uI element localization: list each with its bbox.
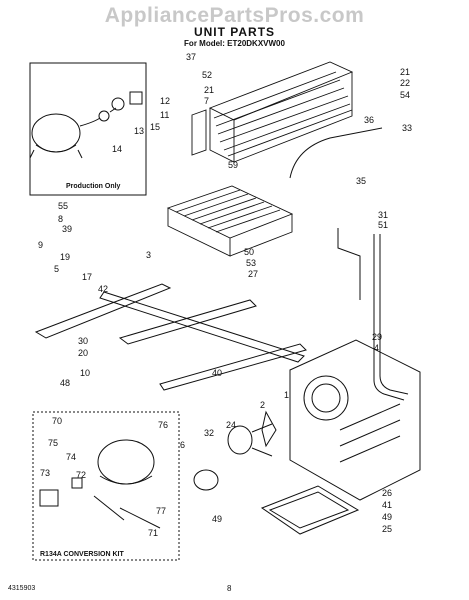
part-label: 7 [204,96,209,106]
model-line: For Model: ET20DKXVW00 [184,39,285,48]
kit-caption: R134A CONVERSION KIT [40,551,124,558]
part-label: 33 [402,123,412,133]
part-label: 17 [82,272,92,282]
part-label: 1 [284,390,289,400]
part-label: 74 [66,452,76,462]
part-label: 15 [150,122,160,132]
part-label: 50 [244,247,254,257]
part-label: 42 [98,284,108,294]
part-label: 11 [160,110,169,120]
evaporator-coil [166,185,294,257]
part-label: 52 [202,70,212,80]
part-label: 55 [58,201,68,211]
part-label: 9 [38,240,43,250]
part-label: 31 [378,210,388,220]
footer-code: 4315903 [8,585,36,592]
part-label: 72 [76,470,86,480]
page-number: 8 [227,584,232,593]
part-label: 8 [58,214,63,224]
part-label: 70 [52,416,62,426]
watermark: AppliancePartsPros.com [104,4,365,27]
part-label: 37 [186,52,196,62]
base-rails [34,283,307,391]
part-label: 49 [382,512,392,522]
inset-caption: Production Only [66,183,121,190]
compressor-inset-box [29,62,147,196]
part-label: 59 [228,160,238,170]
tubing [289,127,409,401]
machine-bracket [289,339,421,501]
part-label: 24 [226,420,236,430]
compressor-drawing [29,91,143,159]
conversion-kit-box [32,411,180,561]
part-label: 53 [246,258,256,268]
drain-pan [260,485,360,535]
part-label: 40 [212,368,222,378]
part-label: 71 [148,528,158,538]
part-label: 22 [400,78,410,88]
part-label: 27 [248,269,258,279]
part-label: 35 [356,176,366,186]
part-label: 20 [78,348,88,358]
part-label: 48 [60,378,70,388]
page-title: UNIT PARTS [193,25,276,39]
part-label: 19 [60,252,70,262]
part-label: 6 [180,440,185,450]
part-label: 75 [48,438,58,448]
part-label: 21 [204,85,214,95]
part-label: 41 [382,500,392,510]
part-label: 54 [400,90,410,100]
fan-motor [193,410,277,491]
part-label: 39 [62,224,72,234]
part-label: 3 [146,250,151,260]
part-label: 76 [158,420,168,430]
kit-compressor [39,439,161,529]
part-label: 2 [260,400,265,410]
part-label: 21 [400,67,410,77]
part-label: 77 [156,506,166,516]
part-label: 14 [112,144,122,154]
part-label: 49 [212,514,222,524]
part-label: 51 [378,220,388,230]
part-label: 26 [382,488,392,498]
part-label: 73 [40,468,50,478]
part-label: 10 [80,368,90,378]
condenser-coil [191,61,354,163]
part-label: 12 [160,96,170,106]
part-label: 29 [372,332,382,342]
part-label: 4 [374,343,379,353]
part-label: 13 [134,126,144,136]
part-label: 32 [204,428,214,438]
part-label: 25 [382,524,392,534]
part-label: 36 [364,115,374,125]
part-label: 30 [78,336,88,346]
part-label: 5 [54,264,59,274]
